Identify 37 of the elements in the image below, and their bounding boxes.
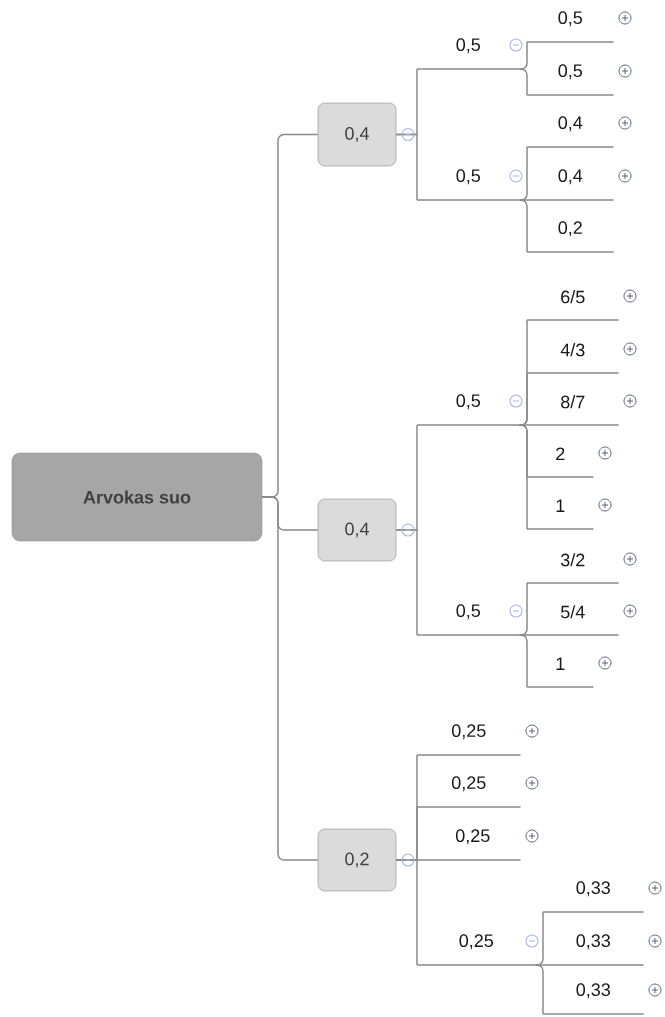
connector (518, 634, 528, 688)
underlined-topic: 1 (526, 657, 595, 688)
underlined-topic: 0,4 (526, 169, 615, 201)
underlined-topic: 0,5 (416, 38, 521, 70)
underlined-topic: 4/3 (526, 343, 620, 374)
underlined-topic: 0,5 (416, 394, 521, 426)
connector (534, 964, 544, 1015)
underlined-topic: 0,25 (416, 934, 537, 966)
underlined-topic: 0,2 (526, 221, 615, 253)
connector (518, 68, 528, 96)
underlined-topic: 2 (526, 447, 595, 478)
underlined-topic: 0,5 (526, 11, 615, 43)
underlined-topic: 0,33 (542, 881, 645, 913)
underlined-topic: 0,5 (526, 64, 615, 96)
underlined-topic: 0,25 (416, 724, 522, 756)
underlined-topic: 0,33 (542, 934, 645, 966)
underlined-topic: 0,5 (416, 604, 521, 636)
connector (518, 424, 528, 530)
connector (518, 199, 528, 253)
underlined-topic: 6/5 (526, 290, 620, 321)
underlined-topic: 8/7 (526, 395, 620, 426)
connector (261, 496, 319, 861)
underlined-topic: 5/4 (526, 605, 620, 636)
connector (395, 133, 418, 201)
underlined-topic: 0,33 (542, 983, 645, 1015)
topic-box: 0,2 (317, 828, 397, 892)
underlined-topic: 1 (526, 499, 595, 530)
underlined-topic: 0,25 (424, 829, 522, 861)
topic-box: 0,4 (317, 102, 397, 167)
topic-box: 0,4 (317, 498, 397, 562)
underlined-topic: 3/2 (526, 553, 620, 584)
root-box: Arvokas suo (11, 452, 263, 542)
underlined-topic: 0,4 (526, 116, 615, 148)
underlined-topic: 0,5 (416, 169, 521, 201)
connector (395, 529, 418, 636)
connector (395, 859, 418, 966)
underlined-topic: 0,25 (416, 776, 522, 808)
